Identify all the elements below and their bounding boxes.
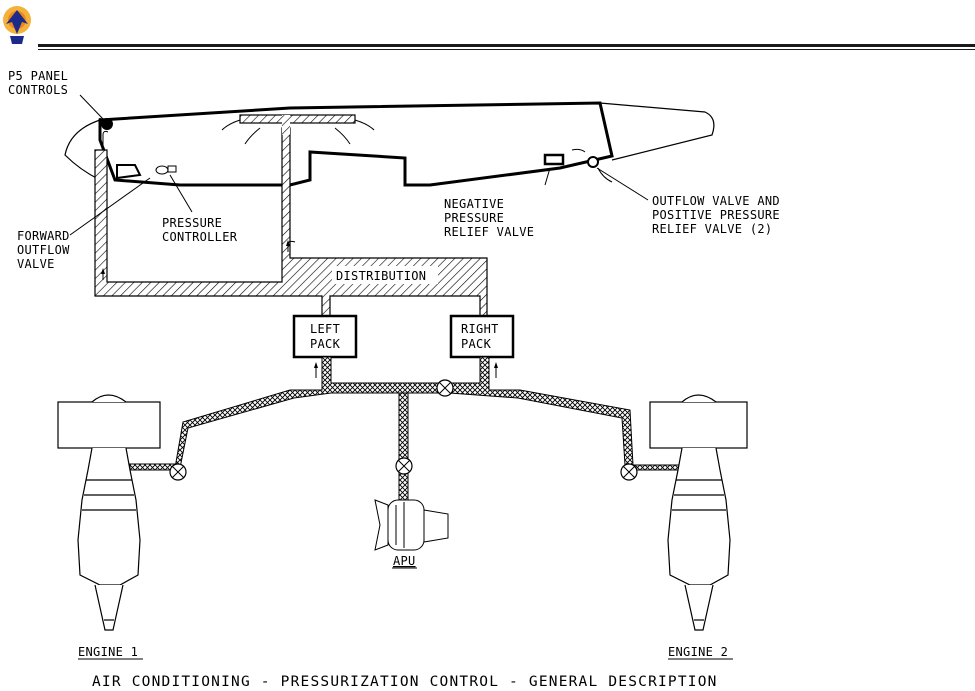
engine1-bleed-valve bbox=[169, 463, 187, 481]
label-engine2: ENGINE 2 bbox=[668, 645, 728, 659]
p5-panel-controls-marker bbox=[101, 118, 113, 130]
label-negative-relief-2: PRESSURE bbox=[444, 211, 504, 225]
label-p5-panel-1: P5 PANEL bbox=[8, 69, 68, 83]
engine1 bbox=[57, 394, 161, 631]
air-distribution-ducts bbox=[94, 114, 488, 319]
company-logo bbox=[3, 6, 31, 44]
header-rule bbox=[38, 44, 975, 47]
engine2-bleed-valve bbox=[620, 463, 638, 481]
apu-bleed-valve bbox=[395, 457, 413, 475]
label-negative-relief-1: NEGATIVE bbox=[444, 197, 504, 211]
label-negative-relief-3: RELIEF VALVE bbox=[444, 225, 534, 239]
label-left-pack-2: PACK bbox=[310, 337, 341, 351]
label-p5-panel-2: CONTROLS bbox=[8, 83, 68, 97]
label-outflow-positive-3: RELIEF VALVE (2) bbox=[652, 222, 772, 236]
engine2 bbox=[649, 394, 748, 631]
label-pressure-controller-1: PRESSURE bbox=[162, 216, 222, 230]
right-pack bbox=[449, 314, 515, 359]
apu-unit bbox=[374, 499, 449, 551]
label-outflow-positive-1: OUTFLOW VALVE AND bbox=[652, 194, 780, 208]
label-right-pack-1: RIGHT bbox=[461, 322, 499, 336]
fuselage bbox=[64, 101, 715, 187]
label-outflow-positive-2: POSITIVE PRESSURE bbox=[652, 208, 780, 222]
label-right-pack-2: PACK bbox=[461, 337, 492, 351]
diagram-title: AIR CONDITIONING - PRESSURIZATION CONTRO… bbox=[92, 674, 718, 690]
negative-pressure-relief-valve bbox=[543, 153, 565, 166]
label-apu: APU bbox=[393, 554, 416, 568]
pressure-controller bbox=[155, 165, 193, 213]
label-forward-outflow-3: VALVE bbox=[17, 257, 55, 271]
label-left-pack-1: LEFT bbox=[310, 322, 340, 336]
label-distribution: DISTRIBUTION bbox=[336, 269, 426, 283]
header-rule-thin bbox=[38, 49, 975, 50]
label-engine1: ENGINE 1 bbox=[78, 645, 138, 659]
forward-outflow-valve-leader bbox=[69, 177, 151, 236]
label-pressure-controller-2: CONTROLLER bbox=[162, 230, 238, 244]
outflow-valve bbox=[587, 156, 599, 168]
label-forward-outflow-1: FORWARD bbox=[17, 229, 70, 243]
label-forward-outflow-2: OUTFLOW bbox=[17, 243, 70, 257]
crossfeed-valve bbox=[436, 379, 454, 397]
bleed-air-manifold bbox=[129, 356, 681, 501]
